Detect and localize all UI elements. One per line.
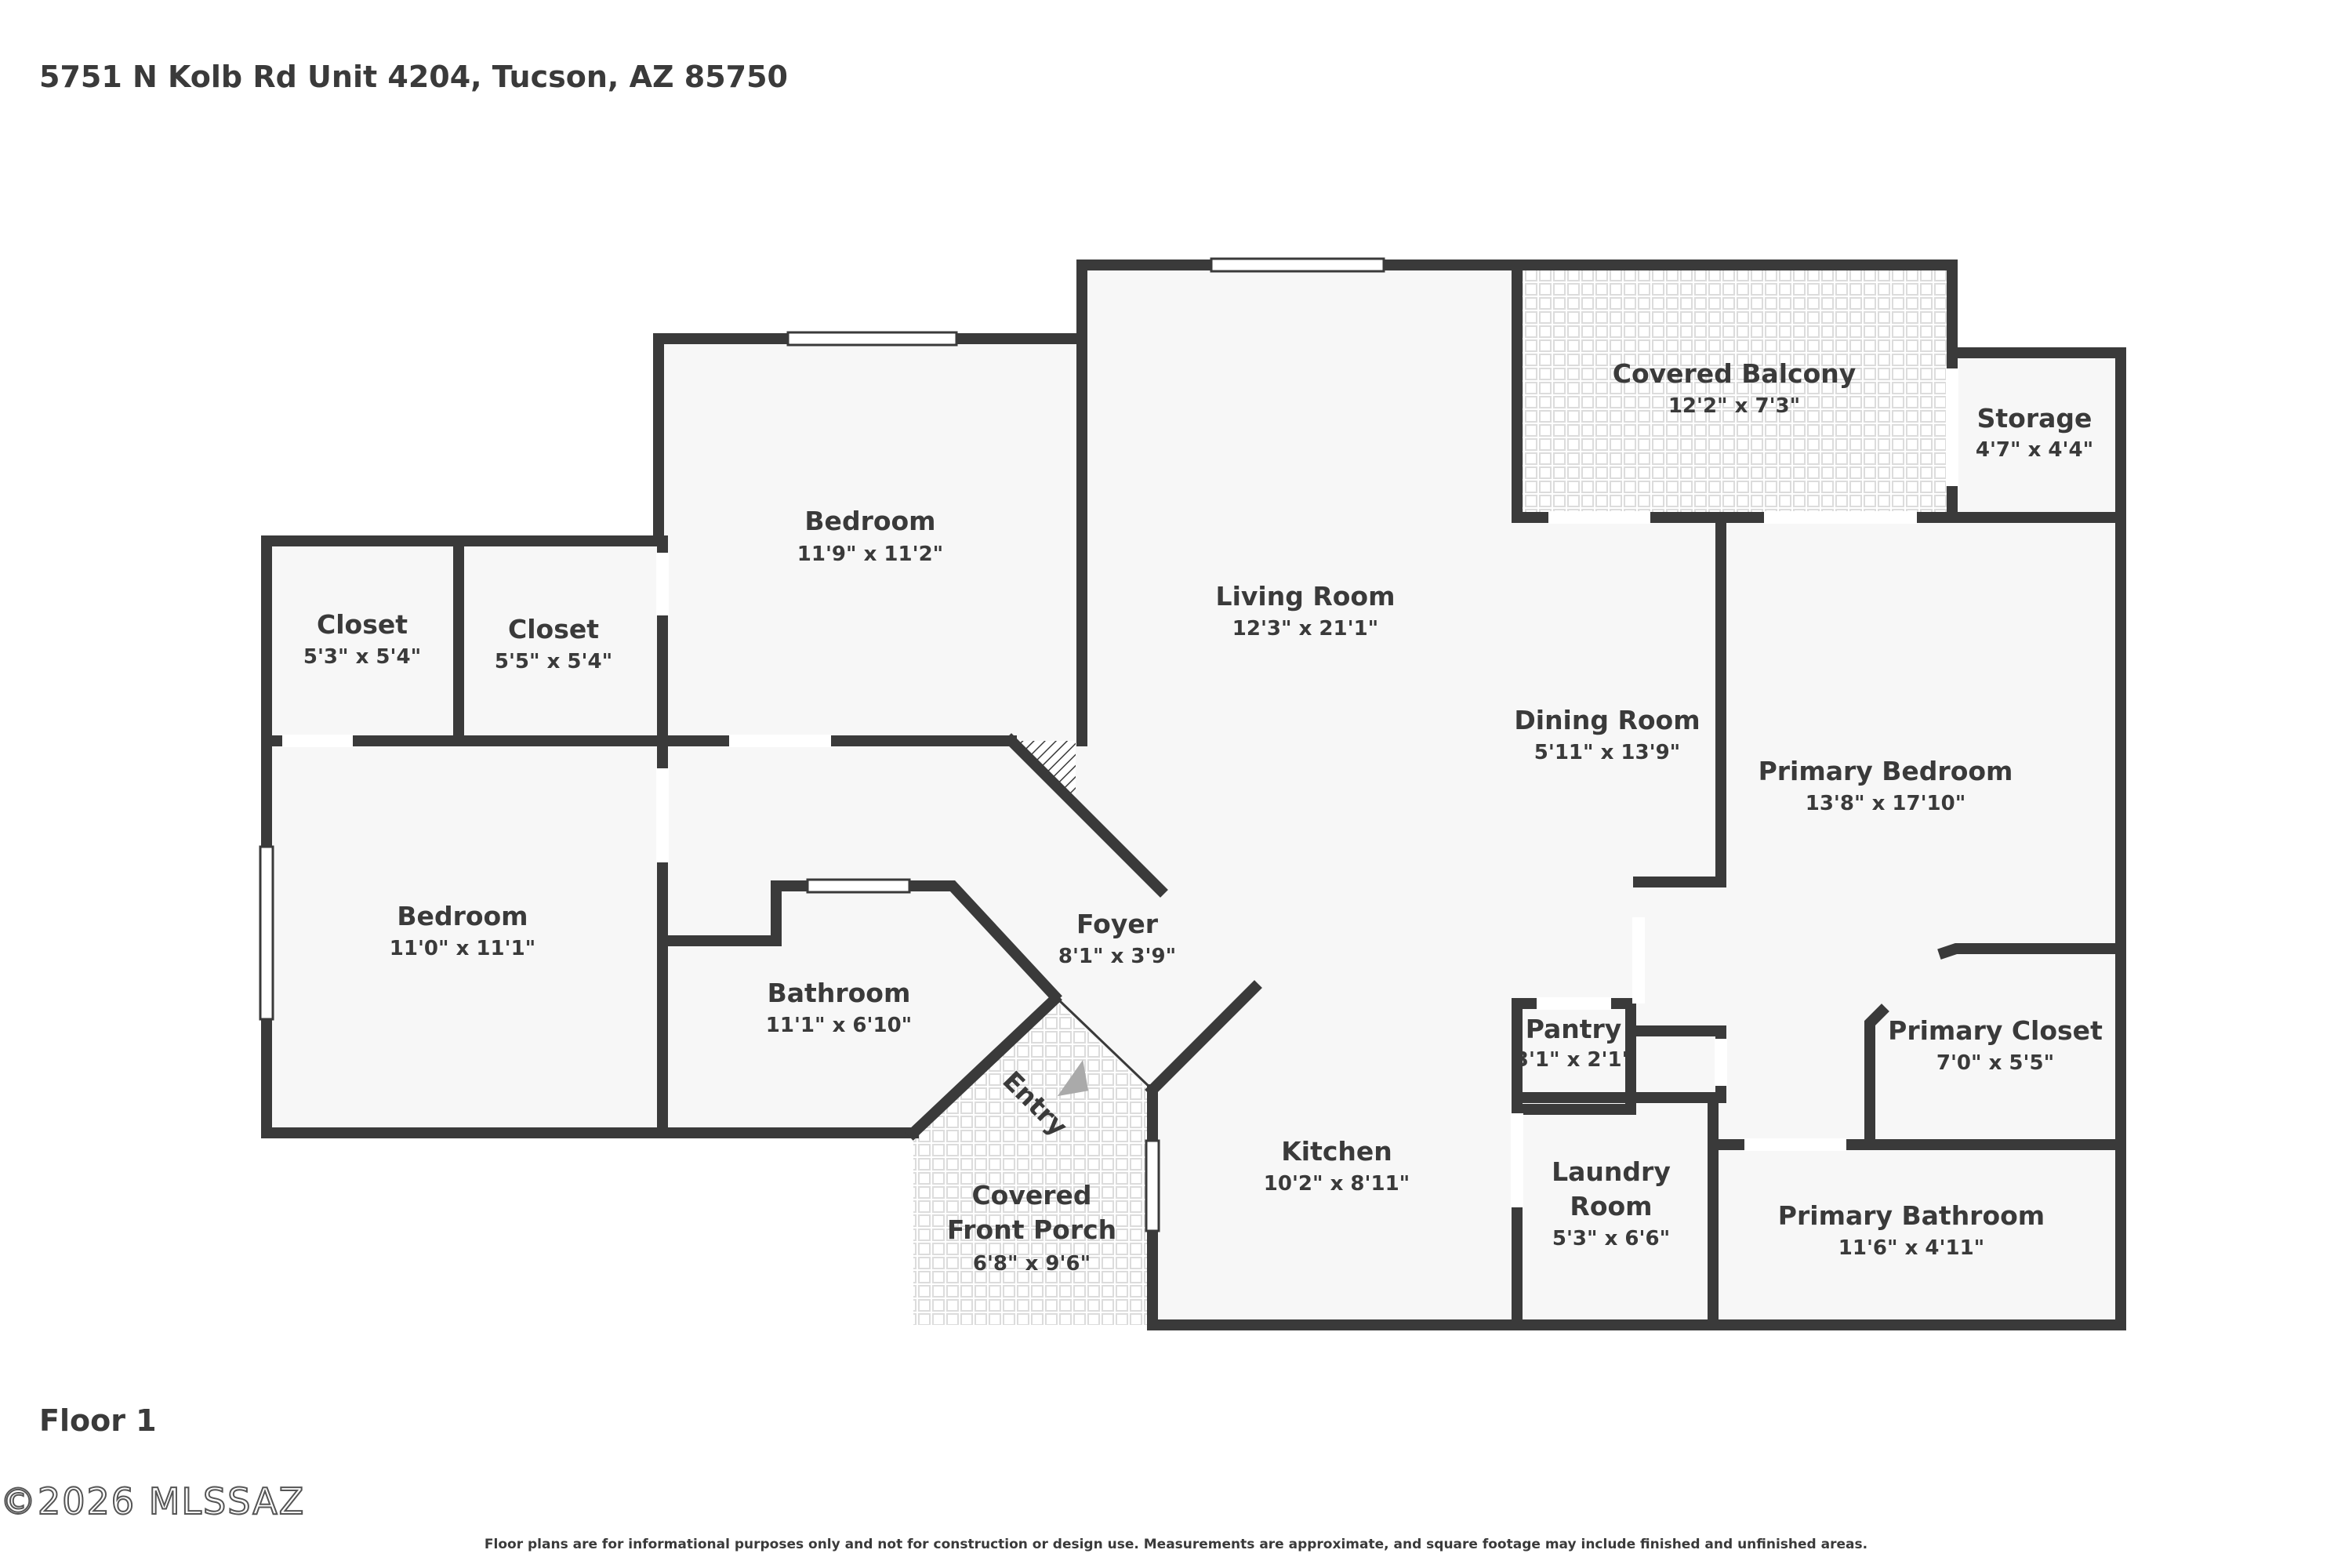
- window-bedroom-left: [259, 845, 274, 1021]
- window-bathroom: [806, 878, 911, 894]
- primary-bedroom-dims: 13'8" x 17'10": [1806, 792, 1966, 815]
- copyright-watermark: ©2026 MLSSAZ: [0, 1479, 306, 1523]
- closet-right-name: Closet: [508, 614, 599, 644]
- windows: [259, 257, 1958, 1232]
- floor-fills: [270, 263, 2121, 1325]
- front-porch-dims: 6'8" x 9'6": [973, 1252, 1091, 1276]
- foyer-name: Foyer: [1076, 909, 1159, 939]
- bathroom-name: Bathroom: [768, 978, 911, 1008]
- covered-balcony-dims: 12'2" x 7'3": [1668, 394, 1800, 418]
- bedroom-left-name: Bedroom: [397, 901, 528, 931]
- primary-closet-dims: 7'0" x 5'5": [1936, 1051, 2054, 1075]
- primary-bedroom-name: Primary Bedroom: [1759, 756, 2013, 786]
- primary-bathroom-dims: 11'6" x 4'11": [1838, 1236, 1984, 1260]
- covered-balcony-floor: [1521, 263, 1948, 514]
- opening-laundry: [1511, 1113, 1523, 1207]
- opening-balcony-1: [1548, 511, 1650, 524]
- opening-bedroom-top-door: [729, 735, 831, 747]
- closet-right-dims: 5'5" x 5'4": [495, 650, 612, 673]
- entry-door-line: [1057, 998, 1154, 1091]
- property-address: 5751 N Kolb Rd Unit 4204, Tucson, AZ 857…: [39, 60, 788, 94]
- front-porch-name-line2: Front Porch: [947, 1214, 1116, 1245]
- closet-left-dims: 5'3" x 5'4": [303, 645, 421, 669]
- pantry-name: Pantry: [1526, 1014, 1622, 1044]
- opening-closet-left: [282, 735, 353, 747]
- primary-bathroom-name: Primary Bathroom: [1778, 1200, 2045, 1231]
- bedroom-left-dims: 11'0" x 11'1": [390, 937, 535, 960]
- entry-arrow-icon: [1057, 1059, 1089, 1097]
- kitchen-dims: 10'2" x 8'11": [1264, 1172, 1410, 1196]
- bedroom-top-name: Bedroom: [804, 506, 935, 536]
- covered-balcony-name: Covered Balcony: [1613, 358, 1857, 389]
- living-room-name: Living Room: [1216, 581, 1396, 612]
- opening-primary-bath: [1744, 1138, 1846, 1151]
- foyer-dims: 8'1" x 3'9": [1058, 945, 1176, 968]
- primary-closet-name: Primary Closet: [1888, 1015, 2103, 1046]
- window-porch: [1145, 1139, 1160, 1232]
- front-porch-name-line1: Covered: [971, 1180, 1091, 1210]
- living-room-dims: 12'3" x 21'1": [1232, 617, 1378, 641]
- dining-room-name: Dining Room: [1514, 705, 1700, 735]
- opening-pantry: [1537, 997, 1611, 1010]
- opening-hall-small: [1715, 1039, 1727, 1086]
- kitchen-name: Kitchen: [1281, 1136, 1392, 1167]
- opening-bedroom-left-door: [656, 768, 669, 862]
- opening-dining: [1632, 917, 1645, 1004]
- opening-storage: [1946, 368, 1958, 486]
- floor-label: Floor 1: [39, 1403, 157, 1438]
- opening-closet-right: [656, 553, 669, 615]
- interior-floor: [270, 267, 2121, 1325]
- room-labels: Covered Balcony 12'2" x 7'3" Storage 4'7…: [303, 358, 2103, 1276]
- laundry-room-name-line1: Laundry: [1552, 1156, 1671, 1187]
- opening-balcony-2: [1764, 511, 1917, 524]
- laundry-room-name-line2: Room: [1570, 1191, 1652, 1221]
- window-bedroom-top: [786, 331, 958, 347]
- storage-name: Storage: [1977, 403, 2092, 434]
- bedroom-top-dims: 11'9" x 11'2": [797, 543, 943, 566]
- laundry-room-dims: 5'3" x 6'6": [1552, 1227, 1670, 1250]
- walls: [261, 260, 2126, 1330]
- dining-room-dims: 5'11" x 13'9": [1534, 741, 1680, 764]
- closet-left-name: Closet: [317, 609, 408, 640]
- bathroom-dims: 11'1" x 6'10": [766, 1014, 912, 1037]
- pantry-dims: 3'1" x 2'1": [1515, 1048, 1632, 1072]
- disclaimer-text: Floor plans are for informational purpos…: [484, 1537, 1868, 1552]
- window-living-top: [1210, 257, 1385, 273]
- storage-dims: 4'7" x 4'4": [1976, 438, 2093, 462]
